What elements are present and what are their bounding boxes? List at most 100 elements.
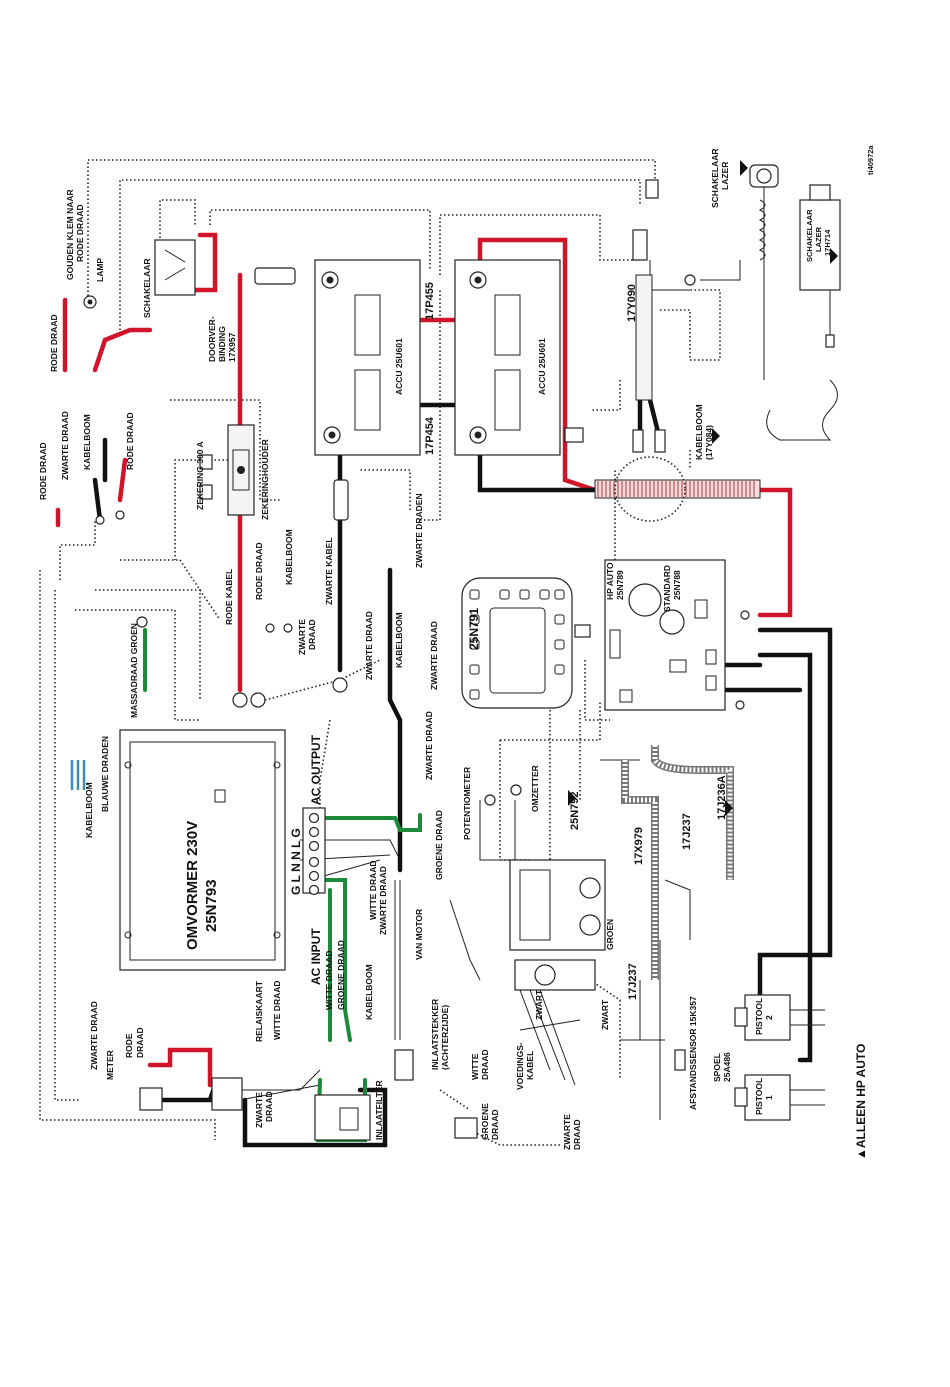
display-unit [461, 577, 591, 709]
laser-switch [749, 164, 841, 441]
label-ac-output: AC OUTPUT [309, 734, 323, 805]
labels: GOUDEN KLEM NAAR RODE DRAAD LAMP RODE DR… [38, 145, 875, 1160]
label-17x979: 17X979 [633, 827, 645, 865]
label-groene-draad-2: GROENE DRAAD [336, 940, 346, 1010]
label-zwarte-i1: ZWARTE [562, 1114, 572, 1150]
label-voedingskabel-1: VOEDINGS- [515, 1042, 525, 1090]
label-doorverbinding-3: 17X957 [227, 332, 237, 362]
label-zwarte-draad-c4: ZWARTE DRAAD [424, 711, 434, 780]
harness-17y090 [632, 179, 666, 453]
display-key [469, 689, 480, 700]
label-accu-2: ACCU 25U601 [537, 338, 547, 395]
ring-terminals [95, 274, 750, 710]
label-omzetter: OMZETTER [530, 765, 540, 812]
label-lamp: LAMP [95, 258, 105, 282]
label-hp-auto-1: HP AUTO [605, 562, 615, 600]
label-zwarte-draad-c2: ZWARTE DRAAD [429, 621, 439, 690]
label-zwarte-kabel: ZWARTE KABEL [324, 537, 334, 605]
label-rode-meter-2: DRAAD [135, 1027, 145, 1058]
label-kabelboom-r1: KABELBOOM [694, 404, 704, 460]
label-hp-auto-2: 25N789 [615, 570, 625, 600]
black-cable-lug [333, 479, 349, 521]
spool-pistool-1 [734, 1074, 825, 1121]
label-17p455: 17P455 [424, 282, 436, 320]
label-accu-1: ACCU 25U601 [394, 338, 404, 395]
display-key [469, 664, 480, 675]
label-witte-draad-r: WITTE DRAAD [272, 981, 282, 1041]
control-board [604, 559, 726, 711]
label-kabelboom-m: KABELBOOM [284, 529, 294, 585]
display-key [539, 589, 550, 600]
label-potentiometer: POTENTIOMETER [462, 767, 472, 840]
red-cable-boot [254, 267, 296, 285]
lamp [83, 295, 97, 309]
main-switch: SCHAKELAAR [142, 239, 196, 319]
footnote: ▲ALLEEN HP AUTO [854, 1044, 868, 1160]
label-schakelaar: SCHAKELAAR [142, 259, 152, 319]
display-key [469, 639, 480, 650]
label-witte-i2: DRAAD [480, 1049, 490, 1080]
blue-wires [70, 760, 86, 790]
battery-1: ACCU 25U601 [314, 259, 421, 456]
display-key [554, 589, 565, 600]
label-voedingskabel-2: KABEL [525, 1051, 535, 1080]
spool-pistool-2 [734, 994, 825, 1041]
display-key [519, 589, 530, 600]
display-key [554, 639, 565, 650]
label-spoel-1: SPOEL [712, 1053, 722, 1082]
label-ac-input: AC INPUT [309, 928, 323, 985]
label-kabelboom-b: KABELBOOM [84, 782, 94, 838]
label-zwarte-i2: DRAAD [572, 1119, 582, 1150]
label-pistool-1a: PISTOOL [754, 1078, 764, 1115]
label-afstandssensor: AFSTANDSSENSOR 15K357 [688, 996, 698, 1110]
label-meter: METER [105, 1050, 115, 1080]
label-zwarte-r1: ZWARTE [254, 1092, 264, 1128]
label-inlaatstekker-1: INLAATSTEKKER [430, 999, 440, 1070]
label-zwart-2: ZWART [600, 999, 610, 1030]
label-rode-draad-top: RODE DRAAD [75, 204, 85, 262]
label-rode-draad-left: RODE DRAAD [49, 314, 59, 372]
inverter-terminals [302, 807, 326, 896]
label-spoel-2: 25A486 [722, 1052, 732, 1082]
fuse-holder [199, 424, 255, 516]
label-pistool-1b: 1 [764, 1095, 774, 1100]
label-zwarte-draad-meter: ZWARTE DRAAD [89, 1001, 99, 1070]
label-inlaatfilter: INLAATFILTER [374, 1080, 384, 1140]
label-schakelaar-lazer-5: 17H714 [823, 229, 832, 256]
label-rode-draad-l3: RODE DRAAD [38, 442, 48, 500]
label-relaiskaart: RELAISKAART [254, 980, 264, 1042]
label-kabelboom-c: KABELBOOM [394, 612, 404, 668]
motor-assembly [394, 784, 606, 1139]
label-omvormer-2: 25N793 [203, 879, 220, 932]
label-gouden-klem: GOUDEN KLEM NAAR [65, 189, 75, 280]
label-groene-i1: GROENE [480, 1103, 490, 1140]
label-zwarte-m1: ZWARTE [297, 619, 307, 655]
label-schakelaar-lazer-1: SCHAKELAAR [710, 149, 720, 209]
label-schakelaar-lazer-2: LAZER [720, 162, 730, 190]
label-pistool-2a: PISTOOL [754, 998, 764, 1035]
label-doorverbinding-1: DOORVER- [207, 316, 217, 362]
inverter: OMVORMER 230V 25N793 [119, 729, 286, 971]
label-17p454: 17P454 [424, 416, 436, 455]
label-witte-i1: WITTE [470, 1053, 480, 1080]
label-zekeringhouder: ZEKERINGHOUDER [260, 439, 270, 520]
label-omvormer-1: OMVORMER 230V [184, 821, 201, 950]
label-zwarte-r2: DRAAD [264, 1091, 274, 1122]
label-inlaatstekker-2: (ACHTERZIJDE) [440, 1005, 450, 1070]
label-kabelboom-w: KABELBOOM [364, 964, 374, 1020]
label-17y090: 17Y090 [626, 284, 638, 322]
label-groene-i2: DRAAD [490, 1109, 500, 1140]
label-zwarte-draad-w: ZWARTE DRAAD [378, 866, 388, 935]
label-rode-kabel: RODE KABEL [224, 569, 234, 625]
display-key [469, 614, 480, 625]
label-glng: G L N N L G [289, 828, 303, 895]
display-key [554, 614, 565, 625]
label-groen: GROEN [605, 919, 615, 950]
harness-corrugated [594, 456, 761, 522]
label-zwarte-draad-l: ZWARTE DRAAD [60, 411, 70, 480]
display-key [469, 589, 480, 600]
label-zwart-1: ZWART [534, 989, 544, 1020]
label-kabelboom-l: KABELBOOM [82, 414, 92, 470]
label-rode-draad-l2: RODE DRAAD [125, 412, 135, 470]
label-witte-draad-2: WITTE DRAAD [324, 951, 334, 1011]
